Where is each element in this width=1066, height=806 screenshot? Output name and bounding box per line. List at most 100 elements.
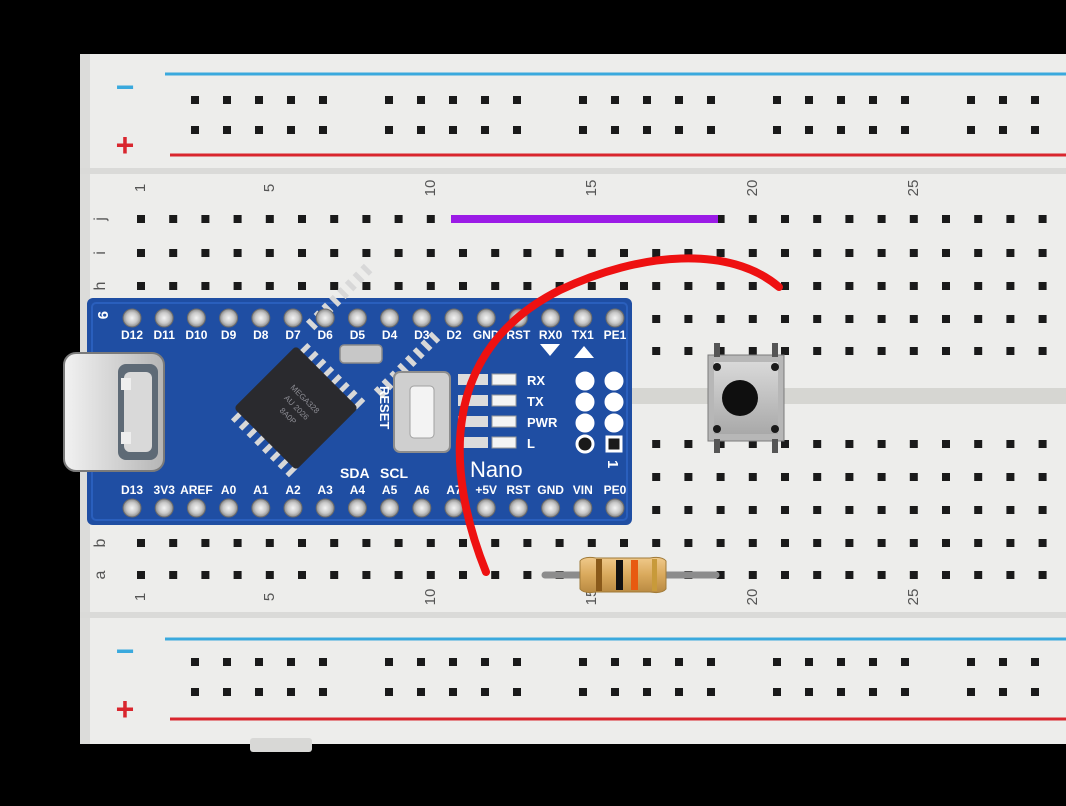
rail-hole[interactable] xyxy=(579,658,587,666)
breadboard-hole[interactable] xyxy=(1038,440,1047,448)
breadboard-hole[interactable] xyxy=(1038,315,1047,323)
nano-reset-button[interactable] xyxy=(393,371,451,453)
breadboard-hole[interactable] xyxy=(845,215,854,223)
breadboard-hole[interactable] xyxy=(942,473,950,481)
breadboard-hole[interactable] xyxy=(942,249,950,257)
rail-hole[interactable] xyxy=(643,126,651,134)
rail-hole[interactable] xyxy=(869,688,877,696)
breadboard-hole[interactable] xyxy=(909,215,918,223)
breadboard-hole[interactable] xyxy=(201,539,210,547)
breadboard-hole[interactable] xyxy=(298,282,306,290)
rail-hole[interactable] xyxy=(967,658,975,666)
breadboard-hole[interactable] xyxy=(233,249,242,257)
rail-hole[interactable] xyxy=(999,126,1007,134)
breadboard-hole[interactable] xyxy=(137,539,145,547)
rail-hole[interactable] xyxy=(223,96,231,104)
rail-hole[interactable] xyxy=(579,96,587,104)
breadboard-hole[interactable] xyxy=(974,440,983,448)
rail-hole[interactable] xyxy=(513,96,521,104)
breadboard-hole[interactable] xyxy=(523,249,532,257)
breadboard-hole[interactable] xyxy=(620,249,628,257)
breadboard-hole[interactable] xyxy=(1038,473,1047,481)
breadboard-hole[interactable] xyxy=(813,282,822,290)
breadboard-hole[interactable] xyxy=(974,473,983,481)
breadboard-hole[interactable] xyxy=(1038,539,1047,547)
breadboard-hole[interactable] xyxy=(684,347,693,355)
rail-hole[interactable] xyxy=(513,658,521,666)
breadboard-hole[interactable] xyxy=(716,539,725,547)
breadboard-hole[interactable] xyxy=(426,249,435,257)
breadboard-hole[interactable] xyxy=(298,571,306,579)
breadboard-hole[interactable] xyxy=(1006,347,1015,355)
rail-hole[interactable] xyxy=(1031,126,1039,134)
breadboard-hole[interactable] xyxy=(555,249,564,257)
rail-hole[interactable] xyxy=(449,96,457,104)
rail-hole[interactable] xyxy=(837,126,845,134)
breadboard-hole[interactable] xyxy=(813,473,822,481)
breadboard-hole[interactable] xyxy=(330,539,339,547)
breadboard-hole[interactable] xyxy=(394,215,403,223)
rail-hole[interactable] xyxy=(223,126,231,134)
breadboard-hole[interactable] xyxy=(523,282,532,290)
rail-hole[interactable] xyxy=(869,658,877,666)
breadboard-hole[interactable] xyxy=(1038,249,1047,257)
rail-hole[interactable] xyxy=(481,126,489,134)
breadboard-hole[interactable] xyxy=(652,473,661,481)
breadboard-hole[interactable] xyxy=(137,215,145,223)
breadboard-hole[interactable] xyxy=(877,473,886,481)
rail-hole[interactable] xyxy=(1031,688,1039,696)
breadboard-hole[interactable] xyxy=(265,539,274,547)
breadboard-hole[interactable] xyxy=(781,473,789,481)
breadboard-hole[interactable] xyxy=(813,539,822,547)
breadboard-hole[interactable] xyxy=(426,571,435,579)
rail-hole[interactable] xyxy=(901,688,909,696)
breadboard-hole[interactable] xyxy=(491,539,500,547)
rail-hole[interactable] xyxy=(611,96,619,104)
breadboard-hole[interactable] xyxy=(974,347,983,355)
breadboard-hole[interactable] xyxy=(877,539,886,547)
rail-hole[interactable] xyxy=(999,658,1007,666)
breadboard-hole[interactable] xyxy=(169,249,178,257)
breadboard-hole[interactable] xyxy=(781,315,789,323)
breadboard-hole[interactable] xyxy=(1038,571,1047,579)
breadboard-hole[interactable] xyxy=(909,571,918,579)
breadboard-hole[interactable] xyxy=(813,215,822,223)
rail-hole[interactable] xyxy=(417,688,425,696)
rail-hole[interactable] xyxy=(223,658,231,666)
rail-hole[interactable] xyxy=(901,126,909,134)
breadboard-hole[interactable] xyxy=(877,347,886,355)
breadboard-hole[interactable] xyxy=(974,315,983,323)
breadboard-hole[interactable] xyxy=(233,571,242,579)
breadboard-hole[interactable] xyxy=(1006,215,1015,223)
breadboard-hole[interactable] xyxy=(716,249,725,257)
breadboard-hole[interactable] xyxy=(716,473,725,481)
rail-hole[interactable] xyxy=(417,658,425,666)
breadboard-hole[interactable] xyxy=(877,282,886,290)
rail-hole[interactable] xyxy=(449,126,457,134)
breadboard-hole[interactable] xyxy=(781,506,789,514)
rail-hole[interactable] xyxy=(707,96,715,104)
rail-hole[interactable] xyxy=(675,96,683,104)
breadboard-hole[interactable] xyxy=(974,506,983,514)
rail-hole[interactable] xyxy=(255,96,263,104)
rail-hole[interactable] xyxy=(287,658,295,666)
rail-hole[interactable] xyxy=(385,688,393,696)
rail-hole[interactable] xyxy=(773,688,781,696)
breadboard-hole[interactable] xyxy=(1006,315,1015,323)
rail-hole[interactable] xyxy=(287,126,295,134)
breadboard-hole[interactable] xyxy=(362,539,371,547)
rail-hole[interactable] xyxy=(287,96,295,104)
rail-hole[interactable] xyxy=(643,658,651,666)
rail-hole[interactable] xyxy=(707,658,715,666)
breadboard-hole[interactable] xyxy=(362,215,371,223)
rail-hole[interactable] xyxy=(385,658,393,666)
breadboard-hole[interactable] xyxy=(877,571,886,579)
breadboard-hole[interactable] xyxy=(845,539,854,547)
breadboard-hole[interactable] xyxy=(362,571,371,579)
breadboard-hole[interactable] xyxy=(974,539,983,547)
breadboard-hole[interactable] xyxy=(845,473,854,481)
rail-hole[interactable] xyxy=(481,96,489,104)
rail-hole[interactable] xyxy=(255,126,263,134)
rail-hole[interactable] xyxy=(319,126,327,134)
breadboard-hole[interactable] xyxy=(1006,249,1015,257)
